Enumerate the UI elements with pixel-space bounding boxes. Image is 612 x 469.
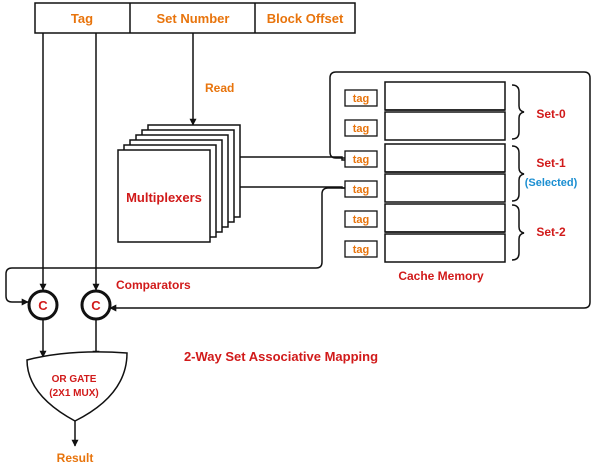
tag-label: tag	[353, 184, 370, 196]
result-label: Result	[57, 451, 94, 465]
tag-to-comparator-line	[109, 71, 591, 312]
block-offset-field-label: Block Offset	[267, 11, 344, 26]
diagram-title: 2-Way Set Associative Mapping	[184, 349, 378, 364]
tag-label: tag	[353, 154, 370, 166]
tag-box	[344, 210, 378, 228]
tag-box	[344, 240, 378, 258]
tag-label: tag	[353, 244, 370, 256]
tag-box	[344, 150, 378, 168]
cache-line	[384, 81, 506, 111]
set-2-brace	[511, 204, 525, 261]
tag-label: tag	[353, 93, 370, 105]
read-label: Read	[205, 81, 234, 95]
or-gate-sublabel: (2X1 MUX)	[49, 388, 98, 399]
multiplexer-stack	[117, 124, 241, 243]
cache-line	[384, 173, 506, 203]
set-2-label: Set-2	[536, 225, 566, 239]
tag-box	[344, 89, 378, 107]
address-box	[34, 2, 356, 34]
comparators: C C	[27, 289, 112, 321]
cache-line	[384, 203, 506, 233]
or-gate	[26, 351, 128, 422]
tag-box	[344, 119, 378, 137]
cache-line	[384, 111, 506, 141]
tag-boxes	[344, 89, 378, 258]
set-1-selected-note: (Selected)	[525, 177, 578, 189]
tag-box	[344, 180, 378, 198]
set-0-brace	[511, 84, 525, 140]
tag-label: tag	[353, 123, 370, 135]
cache-memory	[384, 81, 506, 263]
multiplexer-front	[117, 149, 211, 243]
set-1-label: Set-1	[536, 156, 566, 170]
address-format: Tag Set Number Block Offset	[34, 2, 356, 34]
comparators-label: Comparators	[116, 278, 191, 292]
multiplexers-label: Multiplexers	[126, 190, 202, 205]
cache-line	[384, 233, 506, 263]
tag-label: tag	[353, 214, 370, 226]
comparator-symbol: C	[38, 298, 48, 313]
comparator-symbol: C	[91, 298, 101, 313]
set-number-field-label: Set Number	[157, 11, 230, 26]
mux-to-tag-line	[240, 156, 345, 161]
tag-field-label: Tag	[71, 11, 93, 26]
set-1-brace	[511, 145, 525, 202]
tag-to-comparator-line	[5, 187, 345, 306]
cache-memory-label: Cache Memory	[398, 269, 484, 283]
cache-line	[384, 143, 506, 173]
set-braces	[511, 84, 525, 261]
or-gate-label: OR GATE	[52, 374, 97, 385]
set-0-label: Set-0	[536, 107, 566, 121]
